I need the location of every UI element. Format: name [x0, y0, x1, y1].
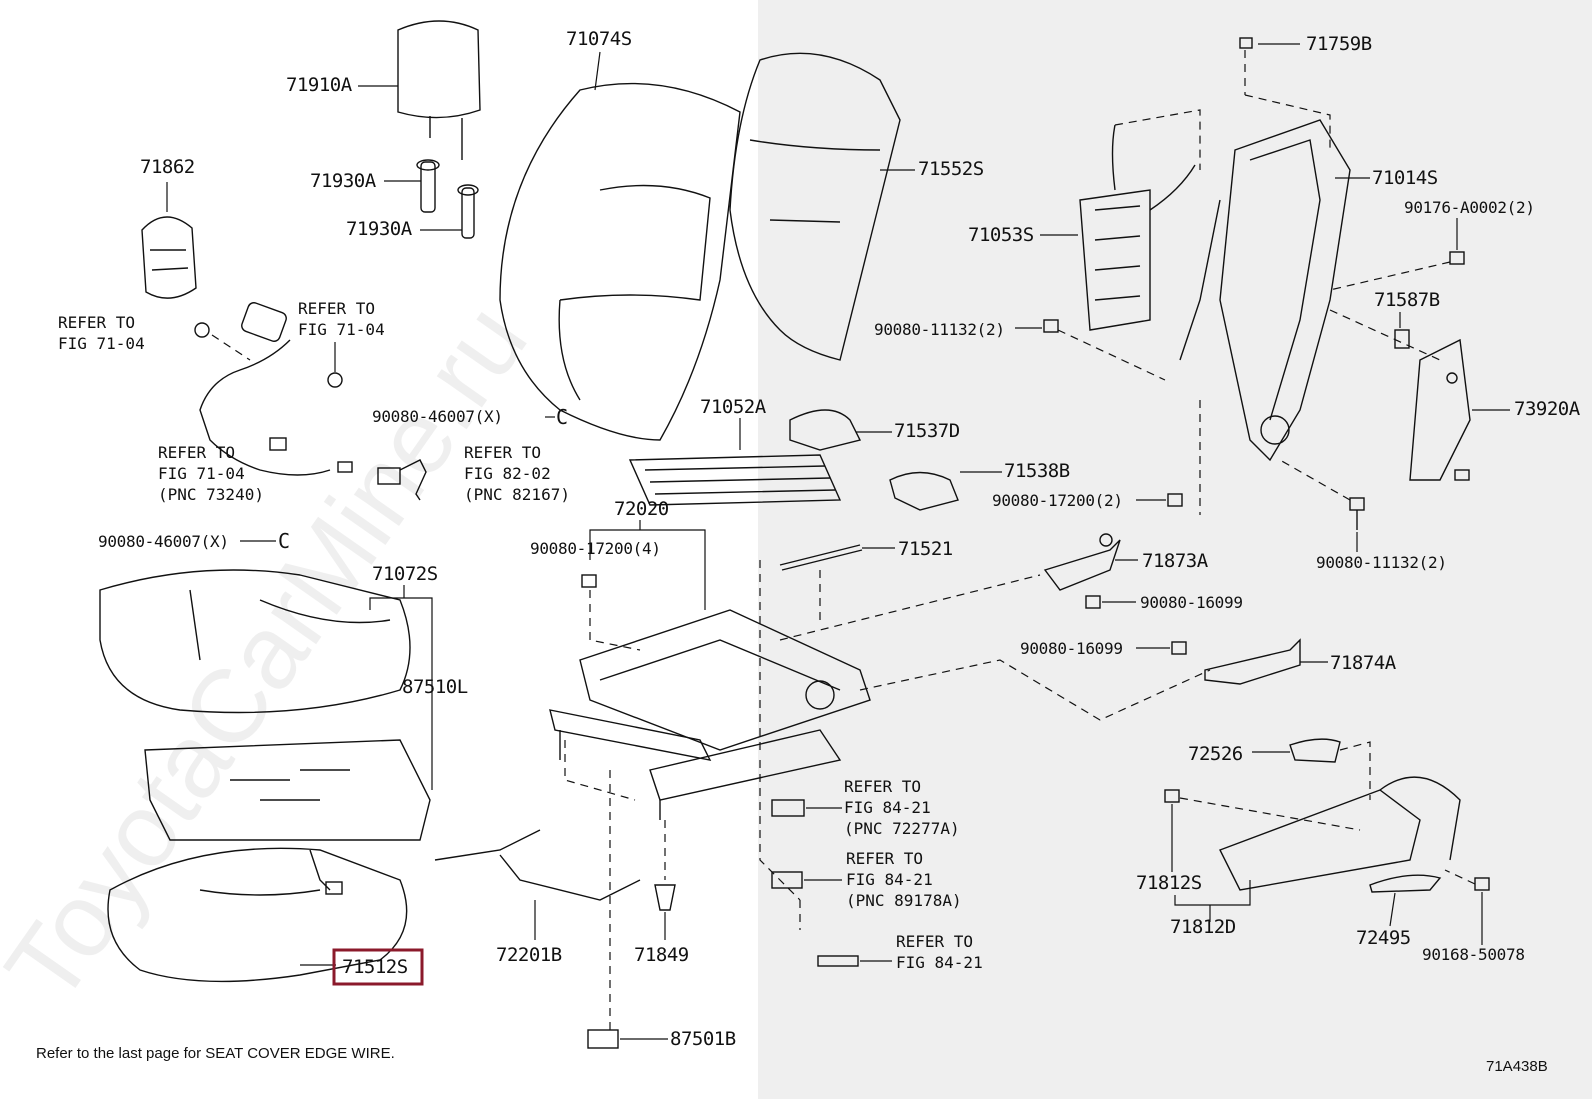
seatbelt-harness-drawing: [194, 302, 353, 476]
seat-cushion-cover-71512s-drawing: [107, 847, 408, 983]
label-90176-A0002[interactable]: 90176-A0002(2): [1404, 198, 1535, 217]
label-72020[interactable]: 72020: [614, 498, 669, 520]
label-90080-11132-right[interactable]: 90080-11132(2): [1316, 553, 1447, 572]
seat-heater-87510l-drawing: [144, 739, 431, 895]
footer-note: Refer to the last page for SEAT COVER ED…: [36, 1045, 395, 1062]
seatback-cover-drawing: [729, 52, 901, 361]
label-71552S[interactable]: 71552S: [918, 158, 984, 180]
svg-text:C: C: [278, 529, 290, 553]
label-90168-50078[interactable]: 90168-50078: [1422, 945, 1525, 964]
bracket-71538b-drawing: [889, 471, 959, 511]
label-71862[interactable]: 71862: [140, 156, 195, 178]
seat-cushion-pad-drawing: [99, 569, 411, 714]
label-71812D[interactable]: 71812D: [1170, 916, 1236, 938]
connector-82167-drawing: [377, 459, 427, 501]
label-72495[interactable]: 72495: [1356, 927, 1411, 949]
side-cover-73920a-drawing: [1409, 338, 1471, 481]
label-71052A[interactable]: 71052A: [700, 396, 766, 418]
right-panel-background: [758, 0, 1592, 1099]
side-shield-71812-drawing: [1219, 776, 1461, 891]
seat-adjuster-72020-drawing: [549, 609, 871, 820]
bolt-90080-11132-right: [1349, 497, 1365, 530]
svg-text:C: C: [556, 405, 568, 429]
cover-71862-drawing: [141, 216, 197, 299]
label-87501B[interactable]: 87501B: [670, 1028, 736, 1050]
label-90080-16099-upper[interactable]: 90080-16099: [1140, 593, 1243, 612]
label-90080-46007-lower[interactable]: 90080-46007(X): [98, 532, 229, 551]
label-73920A[interactable]: 73920A: [1514, 398, 1580, 420]
headrest-drawing: [397, 20, 481, 160]
diagram-id: 71A438B: [1486, 1058, 1548, 1075]
label-71537D[interactable]: 71537D: [894, 420, 960, 442]
label-71072S[interactable]: 71072S: [372, 563, 438, 585]
label-72201B[interactable]: 72201B: [496, 944, 562, 966]
lumbar-support-drawing: [1079, 124, 1196, 331]
bracket-71537d-drawing: [789, 409, 862, 451]
spring-mat-71052a-drawing: [628, 454, 842, 506]
label-71874A[interactable]: 71874A: [1330, 652, 1396, 674]
label-71873A[interactable]: 71873A: [1142, 550, 1208, 572]
label-71512S-highlighted[interactable]: 71512S: [342, 956, 408, 978]
label-90080-17200-4[interactable]: 90080-17200(4): [530, 539, 661, 558]
label-71759B[interactable]: 71759B: [1306, 33, 1372, 55]
label-71930A-lower[interactable]: 71930A: [346, 218, 412, 240]
headrest-guide-drawing: [416, 159, 479, 239]
label-90080-11132-left[interactable]: 90080-11132(2): [874, 320, 1005, 339]
label-71538B[interactable]: 71538B: [1004, 460, 1070, 482]
label-71014S[interactable]: 71014S: [1372, 167, 1438, 189]
seatback-frame-drawing: [1179, 119, 1351, 462]
label-71930A-upper[interactable]: 71930A: [310, 170, 376, 192]
label-71053S[interactable]: 71053S: [968, 224, 1034, 246]
seatback-pad-drawing: [499, 82, 741, 441]
label-90080-16099-lower[interactable]: 90080-16099: [1020, 639, 1123, 658]
label-71074S[interactable]: 71074S: [566, 28, 632, 50]
label-90080-46007-upper[interactable]: 90080-46007(X): [372, 407, 503, 426]
label-72526[interactable]: 72526: [1188, 743, 1243, 765]
label-71812S[interactable]: 71812S: [1136, 872, 1202, 894]
label-71587B[interactable]: 71587B: [1374, 289, 1440, 311]
label-71849[interactable]: 71849: [634, 944, 689, 966]
label-90080-17200-2[interactable]: 90080-17200(2): [992, 491, 1123, 510]
label-87510L[interactable]: 87510L: [402, 676, 468, 698]
highlight-box-71512s: [332, 948, 424, 986]
label-71521[interactable]: 71521: [898, 538, 953, 560]
label-71910A[interactable]: 71910A: [286, 74, 352, 96]
